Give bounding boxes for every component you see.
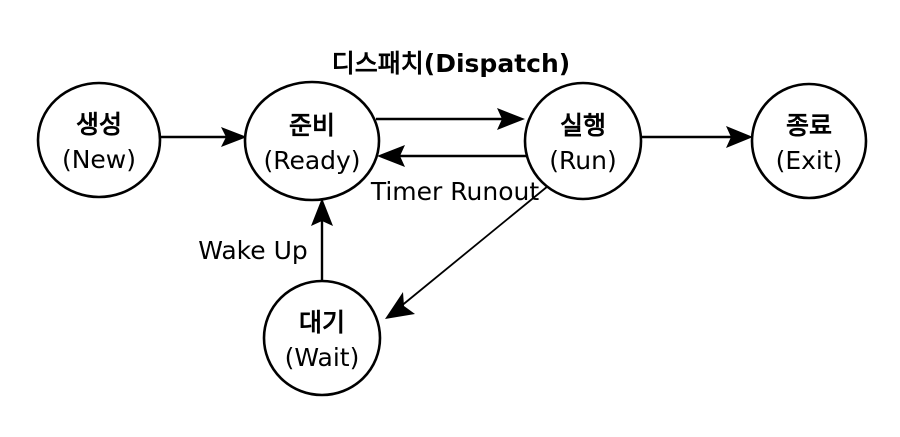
node-wait[interactable]: 대기 (Wait) bbox=[262, 279, 382, 397]
edge-new-to-ready-arrowhead bbox=[221, 127, 247, 147]
node-run-label-ko: 실행 bbox=[560, 111, 606, 140]
node-exit-label-en: (Exit) bbox=[776, 146, 843, 175]
node-exit-label-ko: 종료 bbox=[786, 111, 832, 140]
edge-run-to-wait-arrowhead bbox=[385, 292, 415, 319]
node-run-shape[interactable] bbox=[523, 81, 643, 201]
edge-label-timer-runout: Timer Runout bbox=[370, 177, 539, 206]
node-ready-label-en: (Ready) bbox=[263, 146, 360, 175]
node-ready-label-ko: 준비 bbox=[289, 111, 335, 140]
edge-new-to-ready bbox=[161, 127, 247, 147]
edge-wait-to-ready bbox=[311, 198, 333, 283]
node-new[interactable]: 생성 (New) bbox=[36, 81, 162, 199]
edge-wait-to-ready-arrowhead bbox=[311, 198, 333, 226]
edge-run-to-wait bbox=[385, 185, 549, 319]
node-ready[interactable]: 준비 (Ready) bbox=[243, 80, 381, 202]
edge-run-to-ready bbox=[377, 145, 527, 167]
node-new-label-ko: 생성 bbox=[76, 110, 122, 139]
node-new-label-en: (New) bbox=[62, 145, 136, 174]
edge-label-wake-up: Wake Up bbox=[198, 236, 308, 265]
node-new-shape[interactable] bbox=[36, 81, 162, 199]
node-wait-shape[interactable] bbox=[262, 279, 382, 397]
node-wait-label-en: (Wait) bbox=[285, 343, 360, 372]
node-run-label-en: (Run) bbox=[549, 146, 616, 175]
node-ready-shape[interactable] bbox=[243, 80, 381, 202]
edge-run-to-exit bbox=[641, 126, 753, 148]
node-wait-label-ko: 대기 bbox=[299, 308, 345, 337]
edge-run-to-ready-arrowhead bbox=[377, 145, 405, 167]
node-run[interactable]: 실행 (Run) bbox=[523, 81, 643, 201]
node-exit-shape[interactable] bbox=[750, 82, 868, 200]
edge-run-to-wait-line bbox=[399, 185, 549, 308]
edge-run-to-exit-arrowhead bbox=[726, 126, 753, 148]
node-exit[interactable]: 종료 (Exit) bbox=[750, 82, 868, 200]
edge-ready-to-run-arrowhead bbox=[497, 108, 525, 130]
edge-ready-to-run bbox=[376, 108, 525, 130]
edge-label-dispatch: 디스패치(Dispatch) bbox=[332, 49, 570, 78]
